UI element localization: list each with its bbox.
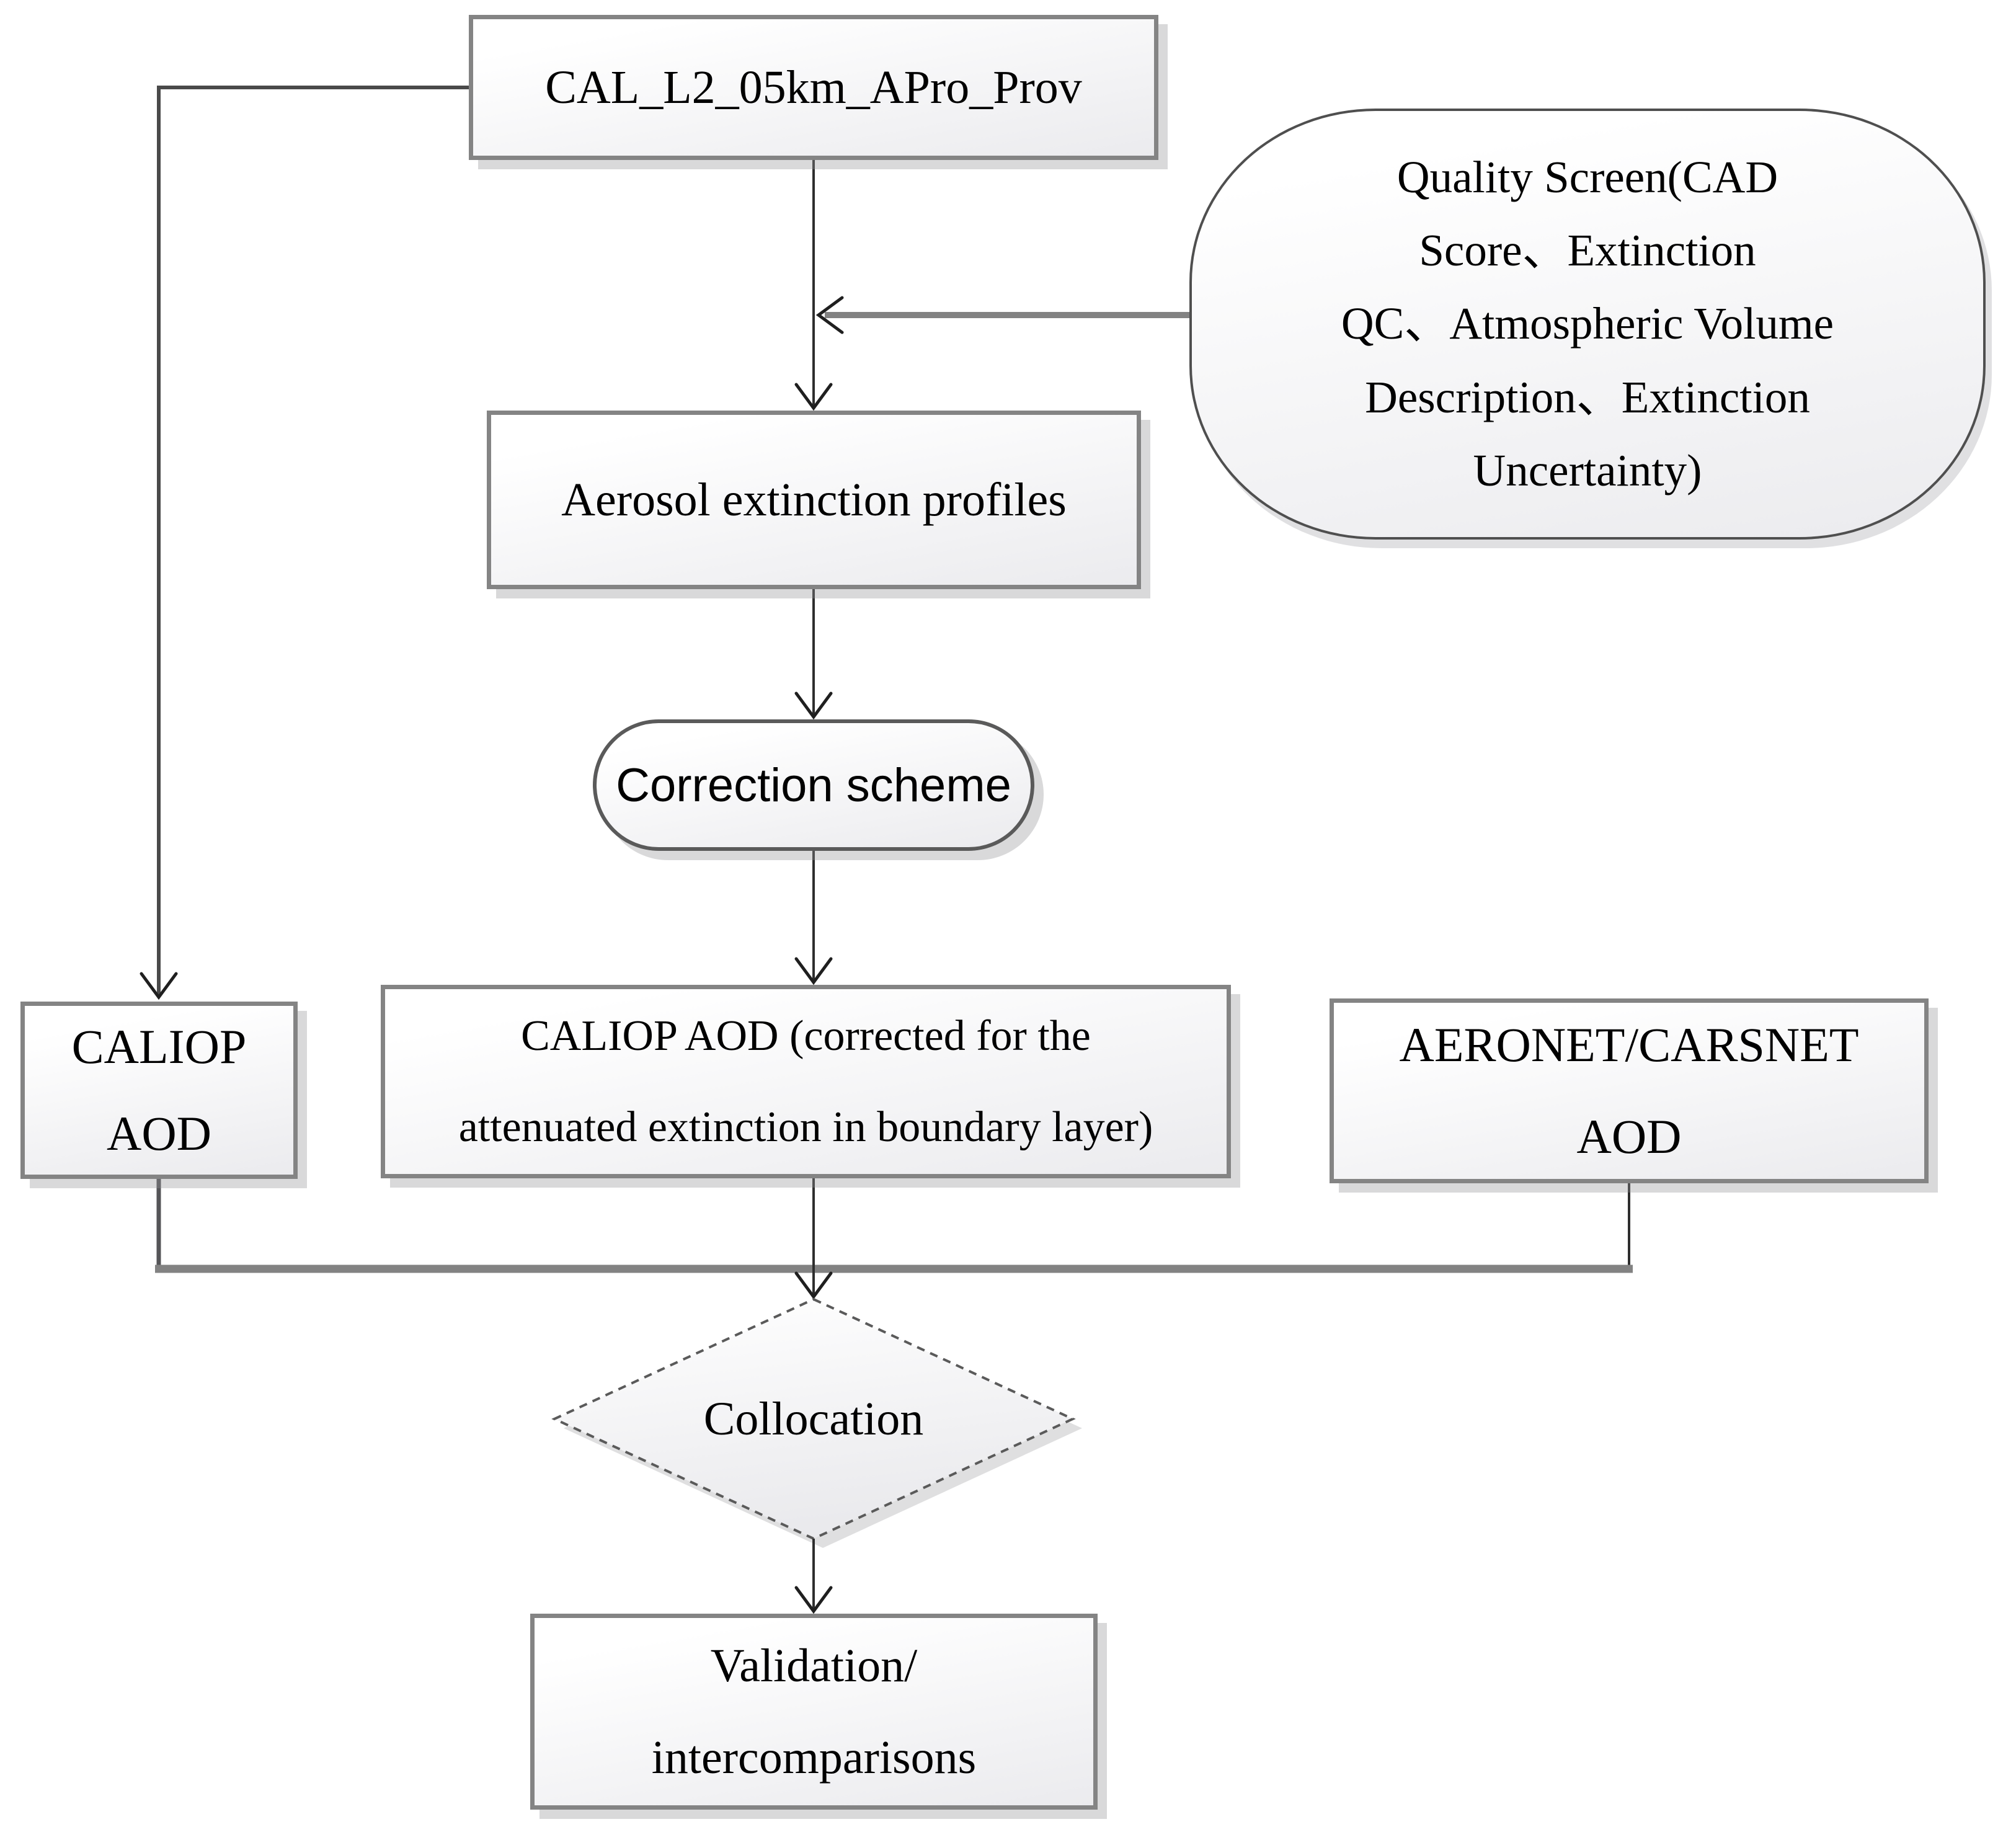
arrowhead-into-correction: [794, 691, 833, 720]
connector-cal-to-caliop-aod: [157, 86, 469, 997]
arrowhead-into-collocation: [794, 1271, 833, 1300]
node-collocation-label: Collocation: [703, 1392, 924, 1445]
node-label-correction: Correction scheme: [616, 758, 1011, 812]
node-label-validation: Validation/intercomparisons: [651, 1639, 977, 1784]
arrowhead-into-corrected: [794, 957, 833, 985]
node-cal-l2-05km-apro-prov: CAL_L2_05km_APro_Prov: [469, 15, 1158, 160]
arrowhead-into-caliop-aod: [140, 972, 178, 1000]
node-aerosol-extinction-profiles: Aerosol extinction profiles: [487, 411, 1141, 589]
node-validation-intercomparisons: Validation/intercomparisons: [530, 1614, 1098, 1810]
arrowhead-into-aerosol: [794, 383, 833, 411]
arrowhead-from-quality-screen: [815, 296, 844, 334]
arrowhead-into-validation: [794, 1586, 833, 1614]
node-label-cal: CAL_L2_05km_APro_Prov: [545, 61, 1082, 113]
node-correction-scheme: Correction scheme: [593, 719, 1034, 851]
node-label-aerosol: Aerosol extinction profiles: [561, 473, 1067, 526]
